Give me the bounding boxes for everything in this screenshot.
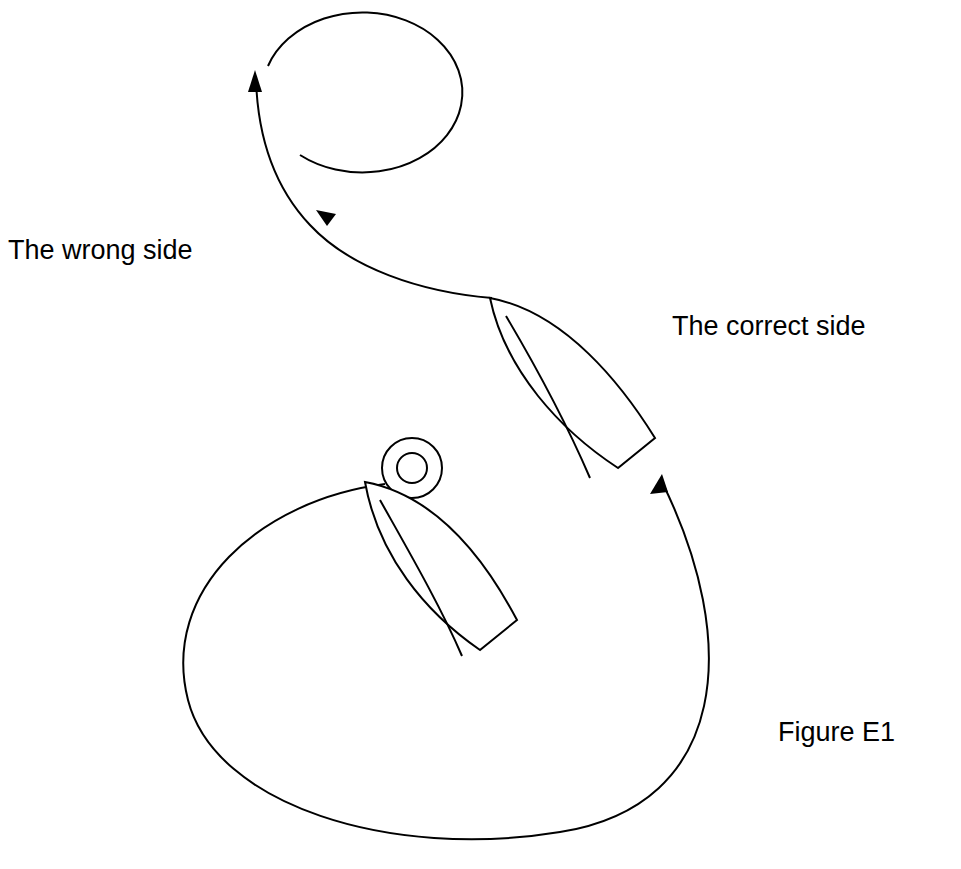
side-label: The correct side: [672, 312, 866, 342]
side-label: The wrong side: [8, 236, 193, 266]
boat-hull: [365, 482, 517, 650]
arrow-head: [650, 474, 668, 494]
course-line: [256, 80, 492, 298]
arrow-head: [316, 210, 336, 226]
boat-sail: [380, 500, 462, 656]
boat-hull: [490, 298, 655, 468]
mark-inner: [397, 453, 427, 483]
course-loop: [183, 482, 709, 839]
arrow-head: [248, 70, 262, 92]
turn-circle: [268, 12, 462, 172]
boat-sail: [506, 316, 590, 478]
figure-caption: Figure E1: [778, 718, 895, 748]
